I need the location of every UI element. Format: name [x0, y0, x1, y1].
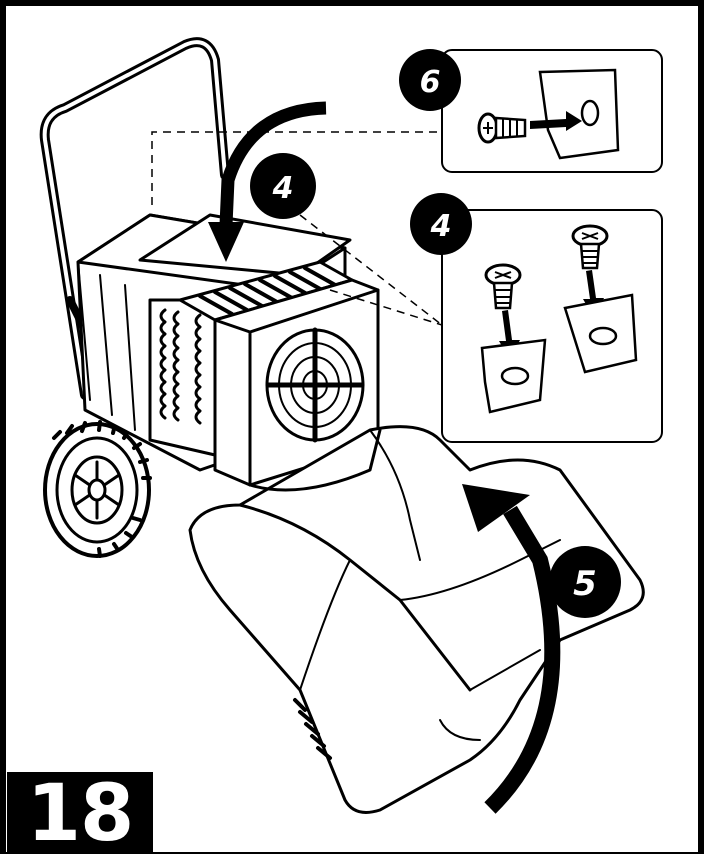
fan-housing: [213, 278, 380, 487]
curved-arrow-icon: [484, 505, 561, 814]
curved-arrow-icon: [219, 101, 327, 226]
lid-panel: [138, 213, 352, 277]
badge-number: 4: [430, 209, 452, 244]
screw-icon: [477, 112, 527, 144]
badge-number: 4: [272, 171, 294, 206]
callout-badge-5: 5: [549, 546, 621, 618]
rear-wheel: [43, 420, 152, 558]
callout-badge-6: 6: [399, 49, 461, 111]
leader-lines: [151, 131, 443, 326]
curved-arrow-head: [462, 484, 530, 532]
badge-number: 6: [420, 65, 441, 100]
cart-handle-inner: [42, 40, 227, 397]
screw-icon: [571, 224, 609, 270]
screw-detail-panel-top: [441, 49, 663, 173]
callout-badge-4-panel: 4: [410, 193, 472, 255]
cart-illustration: [39, 37, 645, 814]
curved-arrow-head: [208, 222, 244, 262]
callout-badge-4-main: 4: [250, 153, 316, 219]
badge-number: 5: [573, 564, 597, 604]
screw-detail-panel-middle: [441, 209, 663, 443]
step-number: 18: [7, 772, 153, 856]
screw-icon: [484, 263, 522, 310]
arrow-icon: [530, 111, 582, 131]
